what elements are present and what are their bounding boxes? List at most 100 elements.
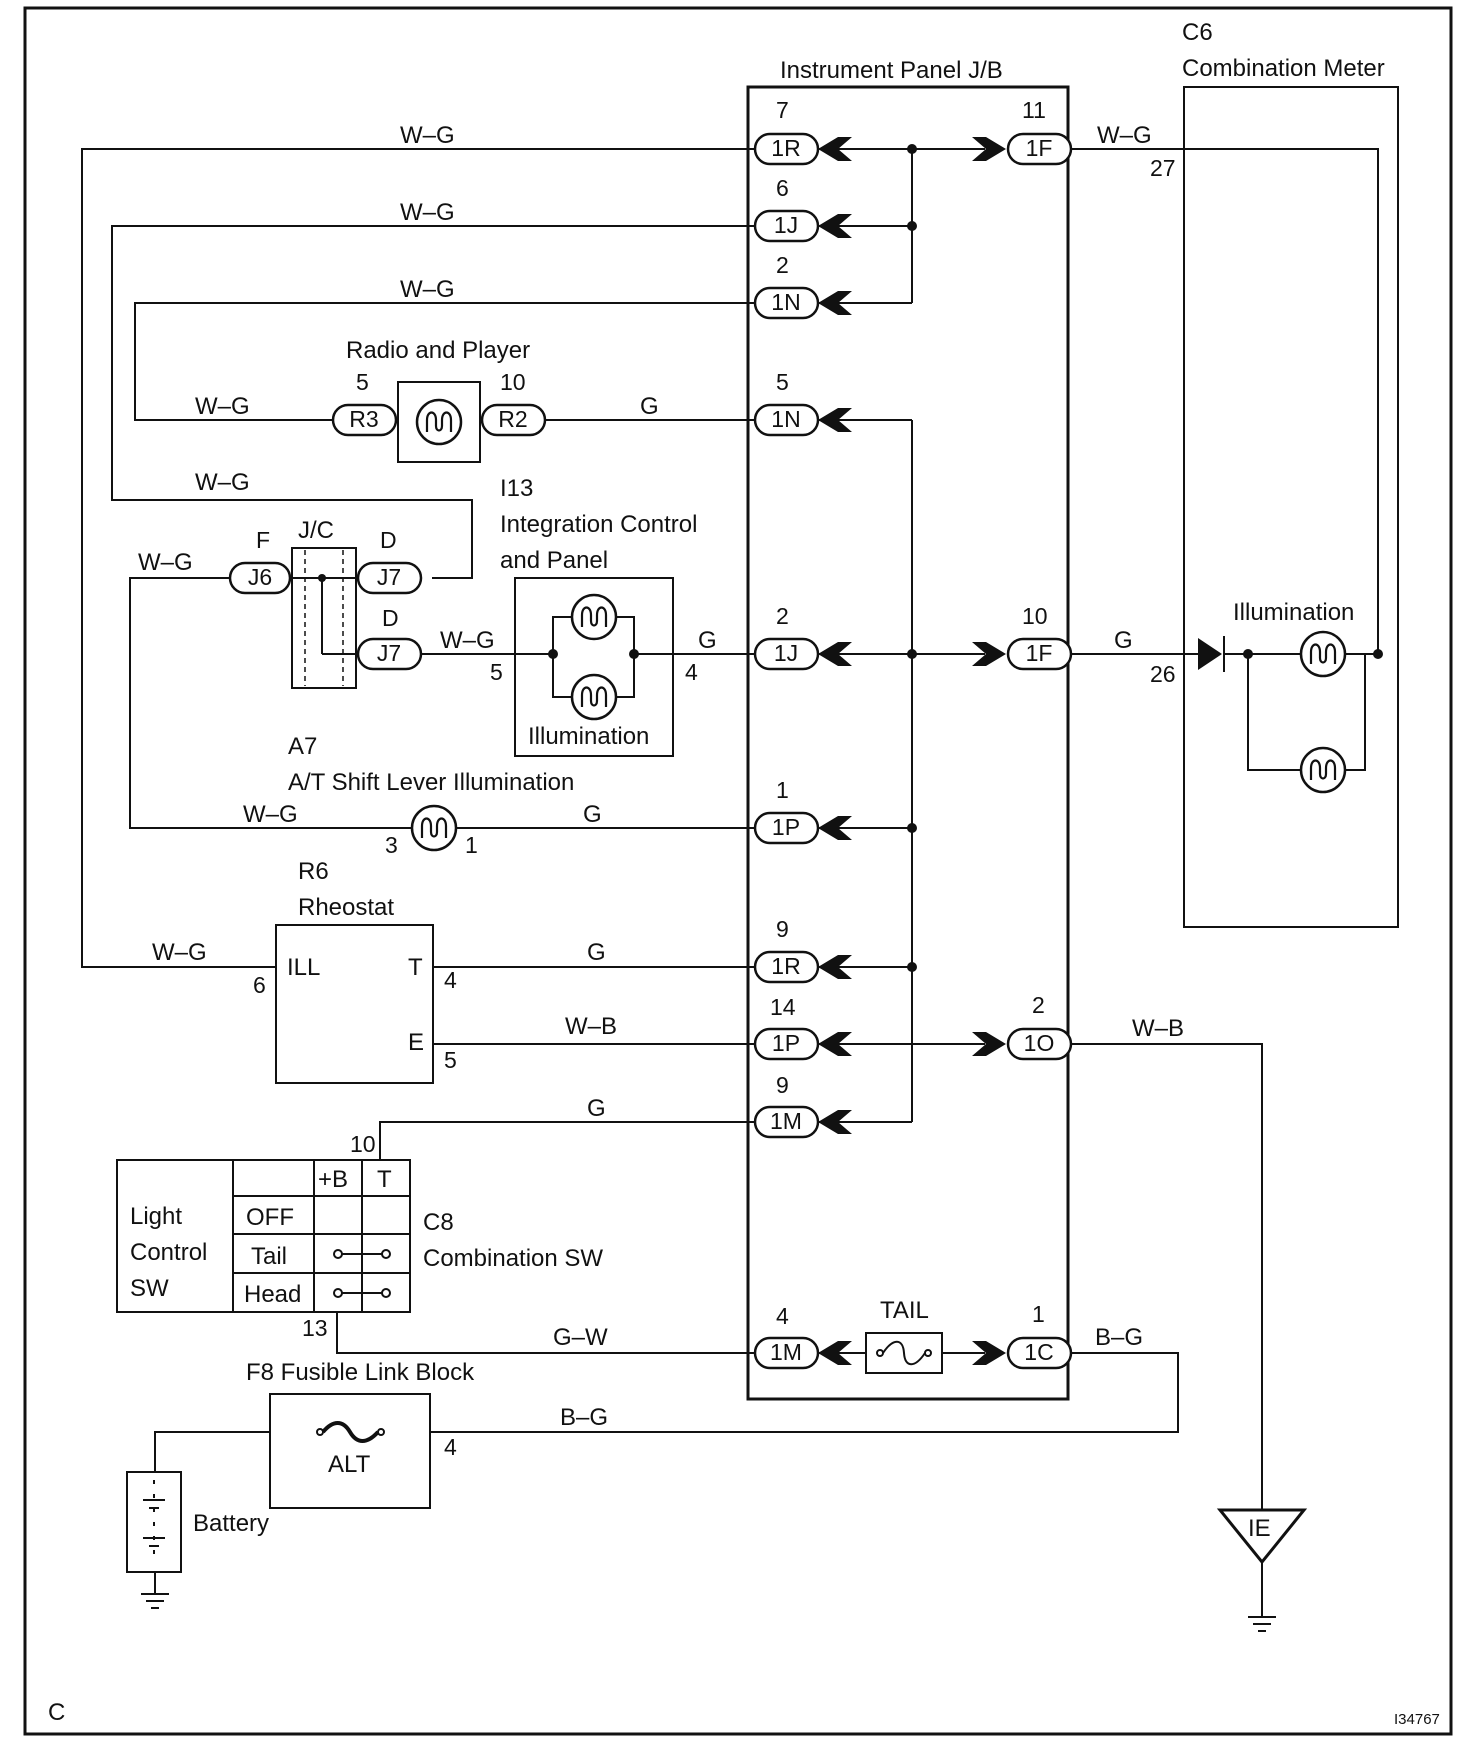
fusible-link-block: F8 Fusible Link Block ALT 4 [246, 1359, 475, 1509]
svg-text:W–G: W–G [195, 393, 250, 420]
tail-fuse: TAIL [865, 1297, 943, 1374]
diode-icon [1198, 636, 1225, 672]
connector-1C: 1C1 [1006, 1301, 1073, 1370]
junction-connector-jc: J/C J6F J7D J7D [228, 517, 423, 689]
battery: Battery [126, 1431, 270, 1609]
svg-text:10: 10 [1022, 603, 1048, 629]
svg-text:5: 5 [776, 369, 789, 395]
integration-control-panel: I13 Integration Control and Panel Illumi… [490, 475, 698, 757]
svg-text:10: 10 [500, 369, 526, 395]
svg-text:A/T Shift Lever Illumination: A/T Shift Lever Illumination [288, 769, 574, 796]
connector-1N-top: 1N2 [753, 252, 820, 320]
svg-text:G: G [583, 801, 602, 828]
svg-text:9: 9 [776, 1072, 789, 1098]
svg-text:9: 9 [776, 916, 789, 942]
svg-text:1F: 1F [1026, 640, 1053, 666]
svg-text:R3: R3 [349, 406, 378, 432]
svg-text:C8: C8 [423, 1209, 454, 1236]
svg-text:J6: J6 [248, 564, 272, 590]
connector-1N-mid: 1N5 [753, 369, 820, 437]
svg-text:1N: 1N [771, 406, 800, 432]
svg-text:1J: 1J [774, 640, 798, 666]
svg-text:26: 26 [1150, 661, 1176, 687]
svg-text:R2: R2 [498, 406, 527, 432]
svg-text:4: 4 [685, 659, 698, 685]
svg-text:5: 5 [356, 369, 369, 395]
svg-text:13: 13 [302, 1315, 328, 1341]
svg-text:E: E [408, 1029, 424, 1056]
svg-text:ALT: ALT [328, 1451, 371, 1478]
connector-J7-top: J7 D [356, 527, 423, 595]
svg-text:W–G: W–G [400, 276, 455, 303]
svg-text:W–G: W–G [138, 549, 193, 576]
svg-text:W–G: W–G [440, 627, 495, 654]
left-wiring [81, 148, 755, 1354]
switch-row-head: Head [244, 1281, 301, 1308]
svg-text:4: 4 [444, 1434, 457, 1460]
svg-text:T: T [408, 954, 423, 981]
battery-label: Battery [193, 1510, 269, 1537]
wire-color-labels-left: W–G W–G W–G W–G G W–G W–G W–G G W–G G W–… [138, 122, 717, 1351]
svg-text:IE: IE [1248, 1515, 1271, 1542]
svg-text:W–B: W–B [1132, 1015, 1184, 1042]
svg-text:14: 14 [770, 994, 796, 1020]
figure-code: I34767 [1394, 1711, 1440, 1728]
combination-meter: C6 Combination Meter W–G G 27 26 Illumin… [1071, 19, 1399, 928]
svg-text:2: 2 [1032, 992, 1045, 1018]
svg-text:1R: 1R [771, 135, 800, 161]
svg-text:D: D [382, 605, 399, 631]
page-frame [23, 6, 1453, 1736]
svg-text:G: G [587, 1095, 606, 1122]
right-bottom-wiring: B–G B–G W–B [430, 1015, 1263, 1510]
connector-1P-top: 1P1 [753, 777, 820, 845]
instrument-panel-jb-label: Instrument Panel J/B [780, 57, 1003, 84]
svg-text:Integration Control: Integration Control [500, 511, 697, 538]
svg-text:5: 5 [444, 1047, 457, 1073]
svg-text:1P: 1P [772, 814, 800, 840]
connector-1O: 1O2 [1006, 992, 1073, 1061]
svg-text:G: G [587, 939, 606, 966]
switch-row-off: OFF [246, 1204, 294, 1231]
connector-1R-low: 1R9 [753, 916, 820, 984]
svg-text:D: D [380, 527, 397, 553]
connector-R3: R35 [331, 369, 398, 437]
connector-J6: J6F [228, 527, 292, 595]
svg-text:G: G [1114, 627, 1133, 654]
svg-text:1M: 1M [770, 1339, 802, 1365]
svg-text:J7: J7 [377, 564, 401, 590]
svg-text:Combination SW: Combination SW [423, 1245, 603, 1272]
connector-1R-top: 1R7 [753, 97, 820, 166]
at-shift-lever-illumination: A7 A/T Shift Lever Illumination 3 1 [288, 733, 574, 858]
svg-text:W–G: W–G [195, 469, 250, 496]
meter-lamp-icon [1299, 630, 1347, 678]
svg-text:W–G: W–G [1097, 122, 1152, 149]
svg-text:and Panel: and Panel [500, 547, 608, 574]
switch-contact-head [333, 1288, 391, 1298]
svg-text:B–G: B–G [560, 1404, 608, 1431]
svg-text:I13: I13 [500, 475, 533, 502]
i13-illumination-label: Illumination [528, 723, 649, 750]
svg-text:1: 1 [1032, 1301, 1045, 1327]
svg-text:1M: 1M [770, 1108, 802, 1134]
svg-text:6: 6 [776, 175, 789, 201]
connector-J7-low: J7D [356, 605, 423, 671]
radio-label: Radio and Player [346, 337, 530, 364]
jc-label: J/C [298, 517, 334, 544]
svg-text:1C: 1C [1024, 1339, 1053, 1365]
meter-illumination-label: Illumination [1233, 599, 1354, 626]
connector-1M-low: 1M4 [753, 1303, 820, 1370]
connector-1J-top: 1J6 [753, 175, 820, 243]
svg-text:4: 4 [776, 1303, 789, 1329]
tail-fuse-label: TAIL [880, 1297, 929, 1324]
svg-text:1F: 1F [1026, 135, 1053, 161]
light-control-switch: +B T OFF Tail Head Light Control SW 10 1… [116, 1131, 603, 1341]
meter-lamp-icon [1299, 746, 1347, 794]
switch-contact-tail [333, 1249, 391, 1259]
svg-text:1J: 1J [774, 212, 798, 238]
svg-text:3: 3 [385, 832, 398, 858]
